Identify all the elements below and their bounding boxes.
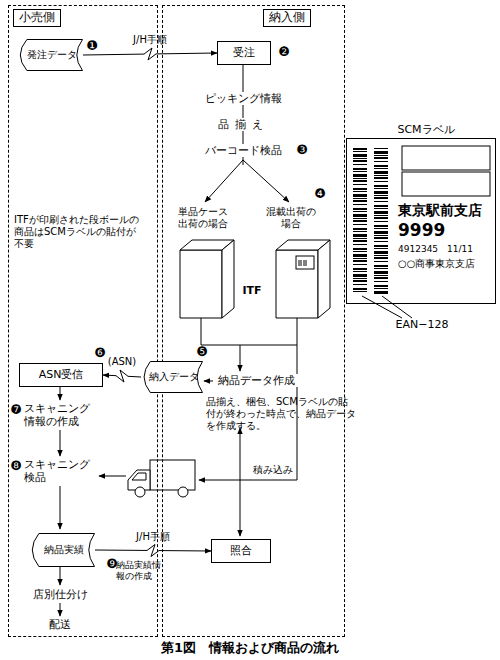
- callout-number: ❶: [84, 38, 100, 54]
- case-text: 混載出荷の場合: [264, 206, 318, 230]
- data-transfer-connector: [83, 48, 217, 60]
- flow-arrow: [60, 430, 61, 456]
- stored-data-shape: 発注データ: [17, 39, 83, 71]
- flow-arrow: [240, 345, 241, 371]
- flow-arrow: [60, 486, 61, 529]
- edge-label: J/H手順: [136, 531, 170, 543]
- flow-step: スキャニング検品: [24, 458, 96, 484]
- callout-number: ❺: [194, 344, 210, 360]
- flow-arrow: [99, 476, 126, 477]
- node-text: ○○商事東京支店: [398, 258, 494, 270]
- callout-number: ❸: [294, 142, 310, 158]
- case-text: 単品ケース出荷の場合: [176, 206, 230, 230]
- node-text: ASN受信: [39, 369, 84, 382]
- flow-step: 積み込み: [250, 464, 296, 476]
- flow-arrow: [60, 566, 61, 585]
- callout-number: ❹: [312, 186, 328, 202]
- region-heading: 小売側: [13, 9, 61, 27]
- carton-front: [276, 250, 318, 318]
- region-band: 小売側発注データ ASN受信納品実績: [8, 5, 158, 637]
- truck-body: [150, 460, 195, 490]
- leader-line: [362, 296, 412, 318]
- barcode: [353, 148, 367, 294]
- node-text: 4912345 11/11: [398, 244, 494, 254]
- carton-side: [222, 240, 234, 318]
- flow-step: 配送: [20, 618, 100, 631]
- node-text: 受注: [233, 47, 255, 60]
- carton-side: [318, 240, 330, 318]
- node-text: 照合: [230, 545, 252, 558]
- truck-wheel: [135, 487, 145, 497]
- stored-data-outline: [20, 40, 82, 71]
- node-text: SCMラベル: [386, 124, 466, 137]
- callout-number: ❻: [92, 345, 108, 361]
- region-heading: 納入側: [263, 9, 311, 27]
- node-text: 納品実績: [41, 544, 84, 556]
- itf-mark: ITF: [238, 284, 266, 297]
- note-text: 品揃え、梱包、SCMラベルの貼付が終わった時点で、納品データを作成する。: [206, 396, 356, 432]
- node-text: 東京駅前支店: [398, 202, 494, 218]
- data-transfer-connector: [95, 545, 211, 557]
- label-field: [402, 172, 490, 196]
- flow-step: 店別仕分け: [20, 588, 100, 601]
- truck-wheel: [178, 487, 188, 497]
- flow-step: スキャニング情報の作成: [24, 402, 96, 428]
- label-field: [402, 146, 490, 170]
- note-text: 納品実績情報の作成: [116, 560, 164, 582]
- flow-arrow: [60, 386, 61, 400]
- truck-window: [132, 473, 146, 480]
- flow-line: [201, 318, 297, 345]
- callout-number: ❼: [8, 402, 24, 418]
- node-text: 発注データ: [24, 49, 77, 61]
- stored-data-outline: [144, 362, 202, 393]
- flow-step: ピッキング情報: [198, 92, 288, 105]
- stored-data-shape: 納品実績: [29, 533, 95, 567]
- stored-data-outline: [32, 534, 94, 567]
- flow-arrow: [60, 603, 61, 616]
- data-transfer-connector: [103, 370, 141, 382]
- flow-step: 納品データ作成: [214, 374, 298, 387]
- carton-label-bars: [299, 260, 306, 266]
- stored-data-shape: 納入データ: [141, 361, 203, 393]
- note-text: ITFが印刷された段ボールの商品はSCMラベルの貼付が不要: [14, 214, 142, 250]
- edge-label: (ASN): [108, 356, 136, 368]
- callout-number: ❽: [8, 458, 24, 474]
- flow-arrow: [240, 428, 241, 536]
- flow-arrow: [243, 160, 289, 202]
- figure-caption: 第1図 情報および商品の流れ: [0, 640, 500, 656]
- process-box: 受注: [217, 41, 271, 65]
- carton-front: [180, 250, 222, 318]
- carton-label: [296, 256, 314, 269]
- barcode-name: EAN−128: [392, 318, 452, 331]
- flow-step: 品揃え: [208, 118, 278, 131]
- scm-label-card: SCMラベル東京駅前支店 9999 4912345 11/11 ○○商事東京支店: [346, 124, 496, 304]
- flow-step: バーコード検品: [198, 144, 288, 157]
- process-box: 照合: [211, 539, 271, 563]
- flow-arrow: [204, 381, 213, 382]
- node-text: 納入データ: [146, 371, 199, 383]
- callout-number: ❷: [276, 44, 292, 60]
- edge-label: J/H手順: [133, 34, 167, 46]
- flow-arrow: [205, 160, 243, 202]
- barcode: [374, 148, 388, 294]
- node-text: 9999: [398, 221, 494, 241]
- process-box: ASN受信: [19, 363, 103, 387]
